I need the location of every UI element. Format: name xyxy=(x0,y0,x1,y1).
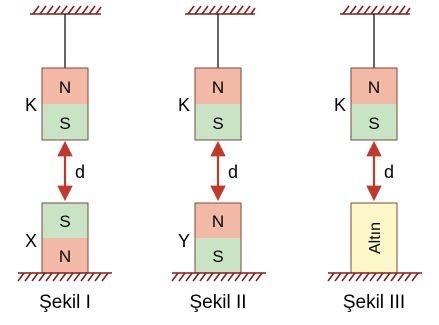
pole-label-upper: N xyxy=(368,78,380,97)
gold-block: Altın xyxy=(350,202,398,274)
south-pole xyxy=(195,104,241,140)
south-pole xyxy=(42,104,88,140)
distance-label: d xyxy=(228,162,238,182)
pole-label-upper: S xyxy=(59,212,70,231)
south-pole xyxy=(195,238,241,273)
north-pole xyxy=(195,203,241,238)
distance-label: d xyxy=(384,162,394,182)
magnet-label-k: K xyxy=(25,95,37,115)
pole-label-upper: N xyxy=(212,78,224,97)
caption-3: Şekil III xyxy=(343,292,405,313)
ground-1 xyxy=(17,272,112,282)
panel-1: N S K d S N X Şekil I xyxy=(17,5,112,313)
ground-3 xyxy=(327,272,422,282)
ceiling-2 xyxy=(185,5,256,15)
pole-label-upper: N xyxy=(59,78,71,97)
magnet-k-3: N S xyxy=(350,67,398,141)
pole-label-lower: S xyxy=(59,114,70,133)
magnet-x: S N xyxy=(41,202,89,274)
ground-2 xyxy=(171,272,266,282)
north-pole xyxy=(42,238,88,273)
pole-label-lower: S xyxy=(212,114,223,133)
pole-label-lower: S xyxy=(212,247,223,266)
magnet-k-2: N S xyxy=(194,67,242,141)
pole-label-upper: N xyxy=(212,212,224,231)
pole-label-lower: S xyxy=(368,114,379,133)
caption-1: Şekil I xyxy=(39,292,91,313)
magnet-label-y: Y xyxy=(178,231,190,251)
distance-label: d xyxy=(75,162,85,182)
north-pole xyxy=(195,68,241,104)
caption-2: Şekil II xyxy=(189,292,246,313)
north-pole xyxy=(42,68,88,104)
magnet-label-k: K xyxy=(334,95,346,115)
panel-2: N S K d N S Y Şekil II xyxy=(171,5,266,313)
pole-label-lower: N xyxy=(59,247,71,266)
magnet-label-x: X xyxy=(25,231,37,251)
magnet-y: N S xyxy=(194,202,242,274)
south-pole xyxy=(42,203,88,238)
gold-label: Altın xyxy=(367,222,384,254)
south-pole xyxy=(351,104,397,140)
magnet-k-1: N S xyxy=(41,67,89,141)
ceiling-1 xyxy=(30,5,102,15)
north-pole xyxy=(351,68,397,104)
panel-3: N S K d Altın Şekil III xyxy=(327,5,422,313)
magnet-label-k: K xyxy=(178,95,190,115)
ceiling-3 xyxy=(340,5,411,15)
